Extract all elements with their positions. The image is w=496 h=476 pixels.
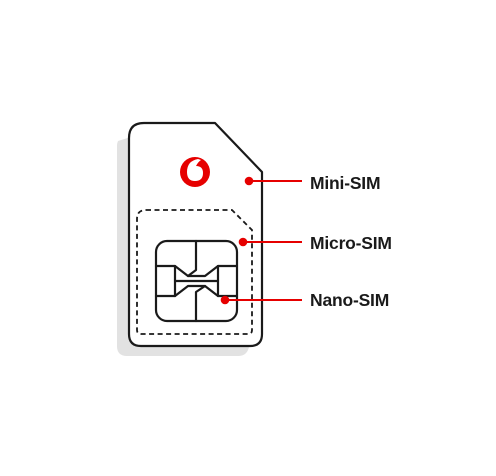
sim-chip-icon	[154, 239, 239, 323]
mini-sim-outline	[127, 121, 264, 348]
micro-sim-label: Micro-SIM	[310, 233, 392, 253]
mini-sim-label: Mini-SIM	[310, 173, 381, 193]
vodafone-logo-icon	[180, 157, 210, 187]
nano-sim-pointer	[220, 295, 302, 305]
micro-sim-pointer	[238, 237, 302, 247]
nano-sim-label: Nano-SIM	[310, 290, 390, 310]
micro-sim-outline	[136, 209, 253, 335]
mini-sim-pointer	[244, 176, 302, 186]
